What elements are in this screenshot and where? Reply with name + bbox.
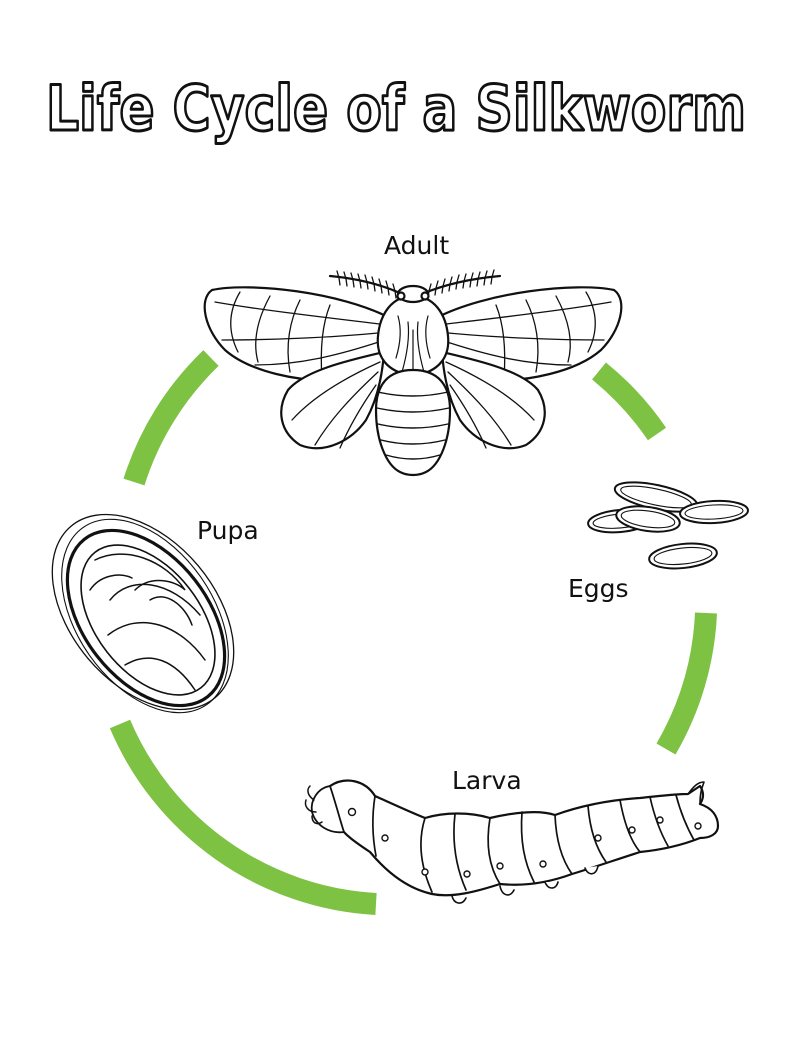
cocoon-inner-rim bbox=[80, 544, 216, 696]
egg bbox=[615, 505, 681, 533]
pupa-cocoon-illustration bbox=[51, 513, 235, 714]
moth-hindwing-right-veins bbox=[445, 361, 535, 449]
cycle-arc-pupa-to-adult bbox=[123, 350, 219, 486]
moth-eye-left bbox=[396, 291, 406, 301]
egg bbox=[648, 542, 718, 570]
moth-forewing-right-veins bbox=[437, 291, 612, 379]
moth-hindwing-left-veins bbox=[291, 361, 381, 449]
egg bbox=[679, 499, 749, 525]
stage-label-pupa: Pupa bbox=[197, 516, 259, 545]
moth-antenna-left bbox=[328, 270, 404, 299]
cycle-arc-larva-to-pupa bbox=[109, 719, 377, 915]
moth-eye-right bbox=[420, 291, 430, 301]
cocoon-texture bbox=[89, 553, 206, 691]
cocoon-shell bbox=[65, 528, 227, 708]
larva-caterpillar-illustration bbox=[304, 779, 720, 904]
moth-forewing-left-veins bbox=[214, 291, 389, 379]
cycle-arc-adult-to-eggs bbox=[591, 362, 667, 441]
cycle-arc-eggs-to-larva bbox=[656, 612, 717, 755]
moth-abdomen bbox=[374, 368, 452, 477]
adult-moth-illustration bbox=[203, 269, 623, 477]
larva-segment-lines bbox=[372, 794, 695, 893]
moth-antenna-right bbox=[420, 269, 502, 299]
moth-abdomen-segments bbox=[376, 391, 450, 460]
eggs-illustration bbox=[587, 481, 749, 570]
cycle-arcs bbox=[109, 350, 717, 915]
stage-label-larva: Larva bbox=[452, 766, 522, 795]
larva-prolegs bbox=[451, 865, 599, 904]
stage-label-eggs: Eggs bbox=[568, 574, 629, 603]
larva-mouthparts bbox=[304, 785, 323, 825]
page-title: Life Cycle of a Silkworm bbox=[45, 71, 748, 147]
stage-label-adult: Adult bbox=[384, 231, 450, 260]
page-title-text: Life Cycle of a Silkworm bbox=[46, 72, 746, 145]
cocoon-outer-thread bbox=[61, 518, 229, 714]
larva-tail-horn bbox=[687, 781, 705, 805]
moth-hindwing-left bbox=[280, 350, 386, 450]
moth-thorax-fur bbox=[395, 315, 431, 375]
larva-spiracles bbox=[347, 807, 702, 878]
larva-head bbox=[310, 785, 345, 834]
moth-hindwing-right bbox=[440, 350, 546, 450]
